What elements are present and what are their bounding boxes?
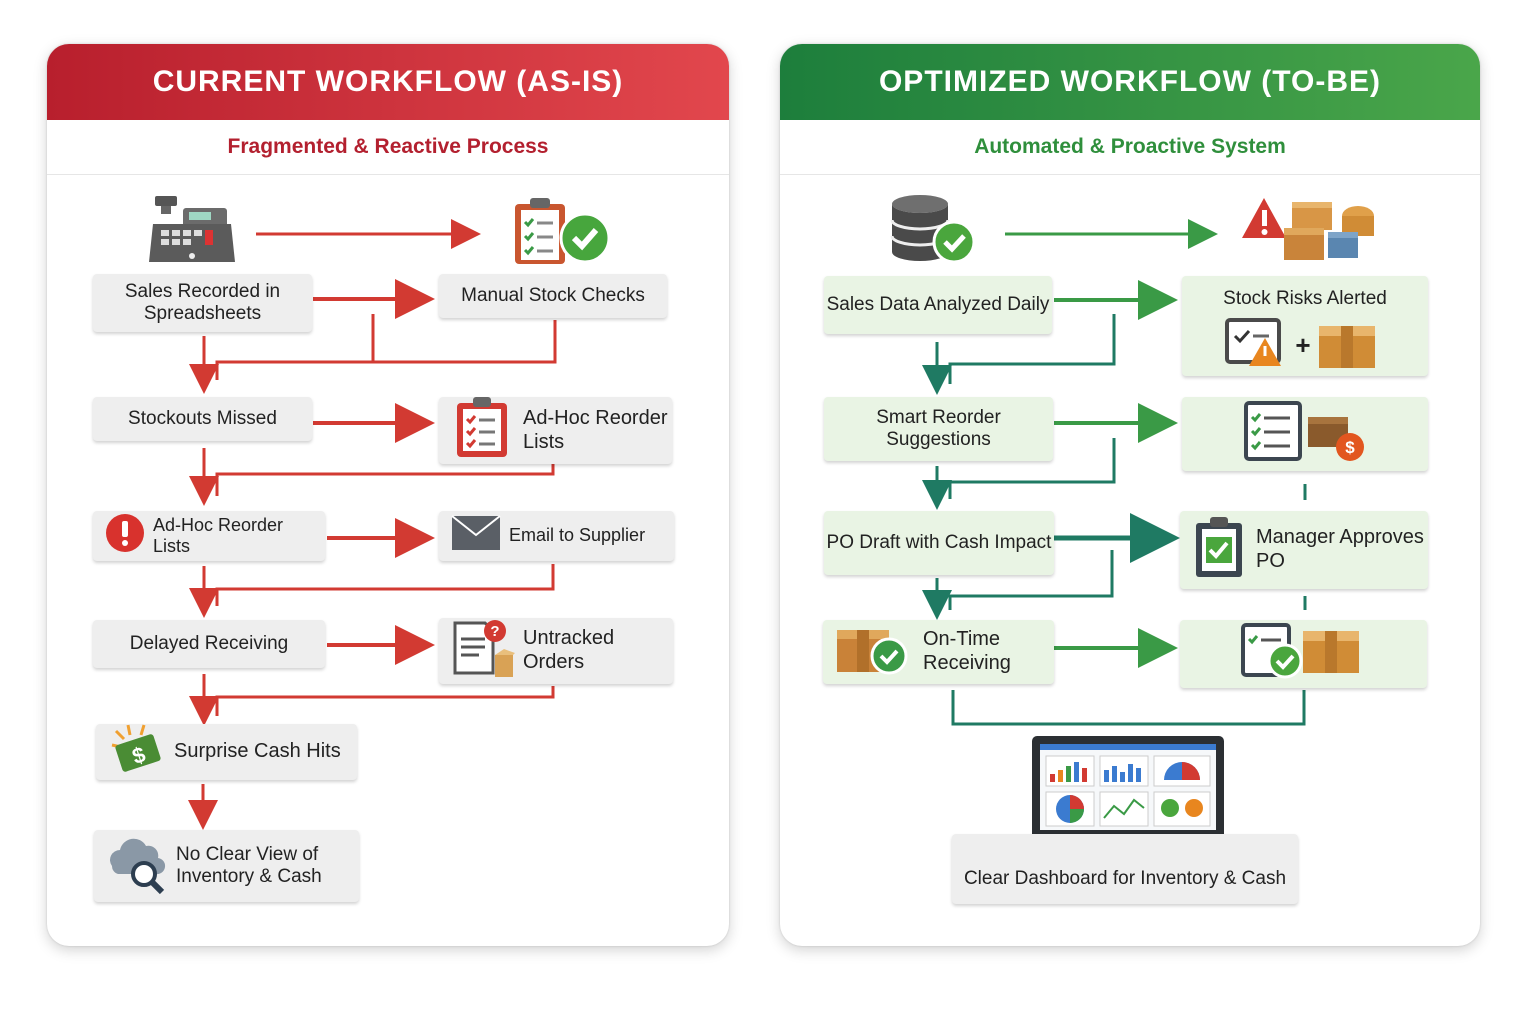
step-surprise-cash-hits: $ Surprise Cash Hits bbox=[96, 724, 357, 780]
money-icon: $ bbox=[108, 721, 166, 783]
step-smart-reorder: Smart Reorder Suggestions bbox=[824, 397, 1053, 461]
document-question-icon: ? bbox=[451, 617, 515, 685]
current-workflow-panel: CURRENT WORKFLOW (AS-IS) Fragmented & Re… bbox=[47, 44, 729, 946]
step-email-supplier: Email to Supplier bbox=[439, 511, 674, 561]
step-sales-recorded: Sales Recorded in Spreadsheets bbox=[93, 274, 312, 332]
svg-text:+: + bbox=[1295, 330, 1310, 360]
cash-register-icon bbox=[147, 194, 237, 269]
panel-title: CURRENT WORKFLOW (AS-IS) bbox=[47, 44, 729, 120]
envelope-icon bbox=[451, 515, 501, 557]
step-clear-dashboard: Clear Dashboard for Inventory & Cash bbox=[952, 834, 1298, 904]
step-manual-stock-checks: Manual Stock Checks bbox=[439, 274, 667, 318]
checklist-money-icon: $ bbox=[1242, 399, 1368, 469]
step-stockouts-missed: Stockouts Missed bbox=[93, 397, 312, 441]
step-on-time-receiving: On-Time Receiving bbox=[823, 620, 1054, 684]
monitor-dashboard-icon bbox=[1030, 734, 1226, 861]
step-checklist-money: $ bbox=[1182, 397, 1428, 471]
alert-icon bbox=[105, 513, 145, 559]
step-receiving-check bbox=[1180, 620, 1427, 688]
optimized-workflow-panel: OPTIMIZED WORKFLOW (TO-BE) Automated & P… bbox=[780, 44, 1480, 946]
clipboard-check-icon bbox=[513, 194, 613, 271]
cloud-search-icon bbox=[106, 830, 168, 902]
clipboard-box-check-icon bbox=[1239, 621, 1369, 687]
step-label: Email to Supplier bbox=[509, 525, 646, 546]
step-no-clear-view: No Clear View of Inventory & Cash bbox=[94, 830, 359, 902]
step-sales-data-analyzed: Sales Data Analyzed Daily bbox=[824, 276, 1052, 334]
clipboard-list-icon bbox=[451, 395, 515, 465]
database-check-icon bbox=[890, 194, 980, 271]
step-label: Stock Risks Alerted bbox=[1223, 288, 1387, 309]
left-arrows bbox=[188, 219, 557, 830]
panel-title: OPTIMIZED WORKFLOW (TO-BE) bbox=[780, 44, 1480, 120]
step-label: Ad-Hoc Reorder Lists bbox=[523, 406, 668, 453]
step-untracked-orders: ? Untracked Orders bbox=[439, 618, 673, 684]
svg-text:?: ? bbox=[490, 623, 499, 640]
warning-boxes-icon bbox=[1240, 194, 1380, 269]
step-adhoc-reorder-lists-left: Ad-Hoc Reorder Lists bbox=[93, 511, 325, 561]
step-adhoc-reorder-lists-right: Ad-Hoc Reorder Lists bbox=[439, 397, 672, 464]
step-delayed-receiving: Delayed Receiving bbox=[93, 620, 325, 668]
step-label: Surprise Cash Hits bbox=[174, 740, 341, 763]
step-label: No Clear View of Inventory & Cash bbox=[176, 843, 322, 887]
clipboard-approve-icon bbox=[1192, 515, 1248, 585]
step-po-draft: PO Draft with Cash Impact bbox=[824, 511, 1054, 575]
box-check-icon bbox=[835, 622, 909, 682]
step-manager-approves: Manager Approves PO bbox=[1180, 511, 1428, 589]
step-label: Untracked Orders bbox=[523, 627, 615, 673]
step-stock-risks-alerted: Stock Risks Alerted + bbox=[1182, 276, 1428, 376]
panel-subtitle: Fragmented & Reactive Process bbox=[47, 120, 729, 175]
step-label: On-Time Receiving bbox=[923, 628, 1011, 674]
step-label: Ad-Hoc Reorder Lists bbox=[153, 514, 284, 556]
risk-alert-icon: + bbox=[1225, 318, 1385, 376]
panel-subtitle: Automated & Proactive System bbox=[780, 120, 1480, 175]
svg-text:$: $ bbox=[1345, 438, 1355, 457]
step-label: Manager Approves PO bbox=[1256, 526, 1424, 572]
